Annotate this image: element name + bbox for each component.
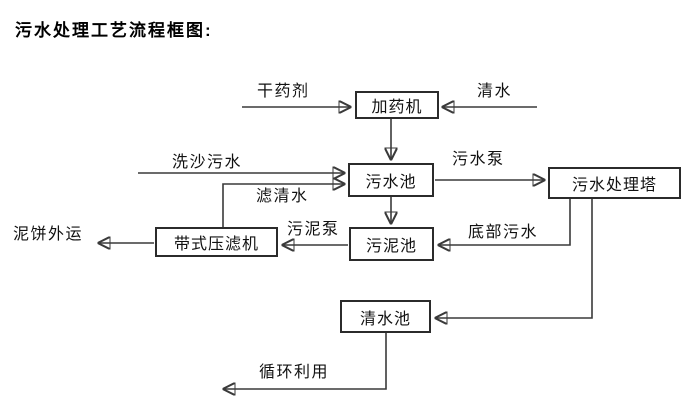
node-belt-filter-press: 带式压滤机: [155, 227, 278, 257]
label-sewage-pump: 污水泵: [452, 151, 505, 168]
label-filtered-clear-water: 滤清水: [256, 188, 309, 205]
edge-clear-pool-to-recycle: [224, 333, 387, 389]
edge-tower-to-clear-pool: [436, 199, 593, 318]
label-recycling-use: 循环利用: [259, 364, 330, 381]
node-sludge-pool: 污泥池: [349, 227, 434, 261]
label-sludge-pump: 污泥泵: [287, 221, 340, 238]
node-dosing-machine: 加药机: [355, 91, 439, 119]
label-dry-agent: 干药剂: [257, 83, 310, 100]
edge-belt-press-to-sewage-pool: [222, 184, 344, 227]
label-mud-cake-outbound: 泥饼外运: [13, 226, 84, 243]
label-sand-wash-sewage: 洗沙污水: [172, 154, 243, 171]
node-clear-water-pool: 清水池: [340, 300, 431, 333]
edge-tower-to-sludge-pool: [439, 199, 571, 245]
page-title: 污水处理工艺流程框图:: [15, 21, 213, 40]
label-clean-water: 清水: [477, 83, 513, 100]
node-sewage-pool: 污水池: [348, 163, 434, 197]
label-bottom-sewage: 底部污水: [468, 224, 539, 241]
node-treatment-tower: 污水处理塔: [548, 167, 681, 199]
